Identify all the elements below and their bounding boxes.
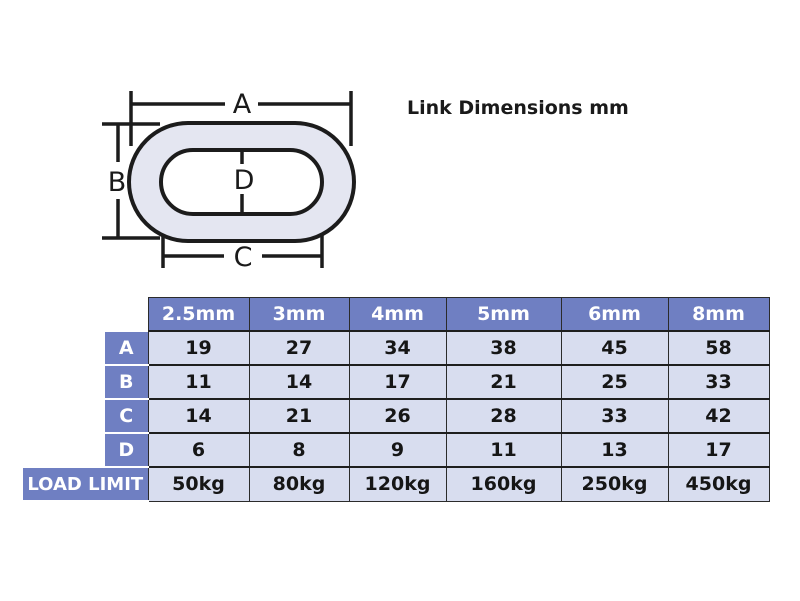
table-row-b: B 11 14 17 21 25 33 (23, 364, 770, 400)
table-cell: 6 (147, 432, 250, 468)
table-cell: 9 (348, 432, 447, 468)
table-header-row: 2.5mm 3mm 4mm 5mm 6mm 8mm (23, 297, 770, 332)
dimension-table: 2.5mm 3mm 4mm 5mm 6mm 8mm A 19 27 34 38 … (23, 297, 770, 502)
table-cell: 27 (248, 330, 350, 366)
table-cell: 34 (348, 330, 447, 366)
table-cell: 33 (667, 364, 770, 400)
link-diagram: A B C D (102, 89, 356, 273)
size-header: 2.5mm (147, 297, 250, 332)
table-cell: 17 (348, 364, 447, 400)
table-row-a: A 19 27 34 38 45 58 (23, 330, 770, 366)
row-label-box: A (105, 331, 148, 364)
table-cell: 250kg (560, 466, 669, 502)
table-cell: 11 (445, 432, 562, 468)
size-header: 4mm (348, 297, 447, 332)
dimension-d-label: D (234, 165, 255, 196)
table-cell: 120kg (348, 466, 447, 502)
table-cell: 450kg (667, 466, 770, 502)
size-header: 3mm (248, 297, 350, 332)
table-cell: 26 (348, 398, 447, 434)
table-cell: 25 (560, 364, 669, 400)
table-cell: 33 (560, 398, 669, 434)
table-cell: 21 (248, 398, 350, 434)
table-cell: 17 (667, 432, 770, 468)
table-row-d: D 6 8 9 11 13 17 (23, 432, 770, 468)
dimension-c-label: C (234, 242, 253, 273)
chain-link-inner (159, 148, 324, 216)
dimension-b-label: B (108, 167, 127, 198)
table-cell: 38 (445, 330, 562, 366)
table-cell: 14 (248, 364, 350, 400)
size-header: 5mm (445, 297, 562, 332)
row-label-box: D (105, 434, 148, 466)
page-title: Link Dimensions mm (407, 97, 629, 119)
table-cell: 160kg (445, 466, 562, 502)
table-cell: 8 (248, 432, 350, 468)
table-cell: 58 (667, 330, 770, 366)
row-label-box: B (105, 366, 148, 398)
row-label: A (23, 331, 148, 366)
load-limit-label: LOAD LIMIT (23, 467, 148, 502)
size-header: 6mm (560, 297, 669, 332)
table-row-load-limit: LOAD LIMIT 50kg 80kg 120kg 160kg 250kg 4… (23, 466, 770, 502)
table-cell: 42 (667, 398, 770, 434)
table-corner (23, 298, 148, 332)
table-cell: 14 (147, 398, 250, 434)
table-cell: 28 (445, 398, 562, 434)
row-label: D (23, 433, 148, 468)
size-header: 8mm (667, 297, 770, 332)
row-label: B (23, 365, 148, 400)
table-cell: 45 (560, 330, 669, 366)
table-cell: 50kg (147, 466, 250, 502)
table-cell: 19 (147, 330, 250, 366)
dimension-a-label: A (233, 89, 252, 120)
row-label: C (23, 399, 148, 434)
table-cell: 13 (560, 432, 669, 468)
row-label-box: C (105, 400, 148, 432)
table-cell: 21 (445, 364, 562, 400)
table-row-c: C 14 21 26 28 33 42 (23, 398, 770, 434)
table-cell: 11 (147, 364, 250, 400)
table-cell: 80kg (248, 466, 350, 502)
